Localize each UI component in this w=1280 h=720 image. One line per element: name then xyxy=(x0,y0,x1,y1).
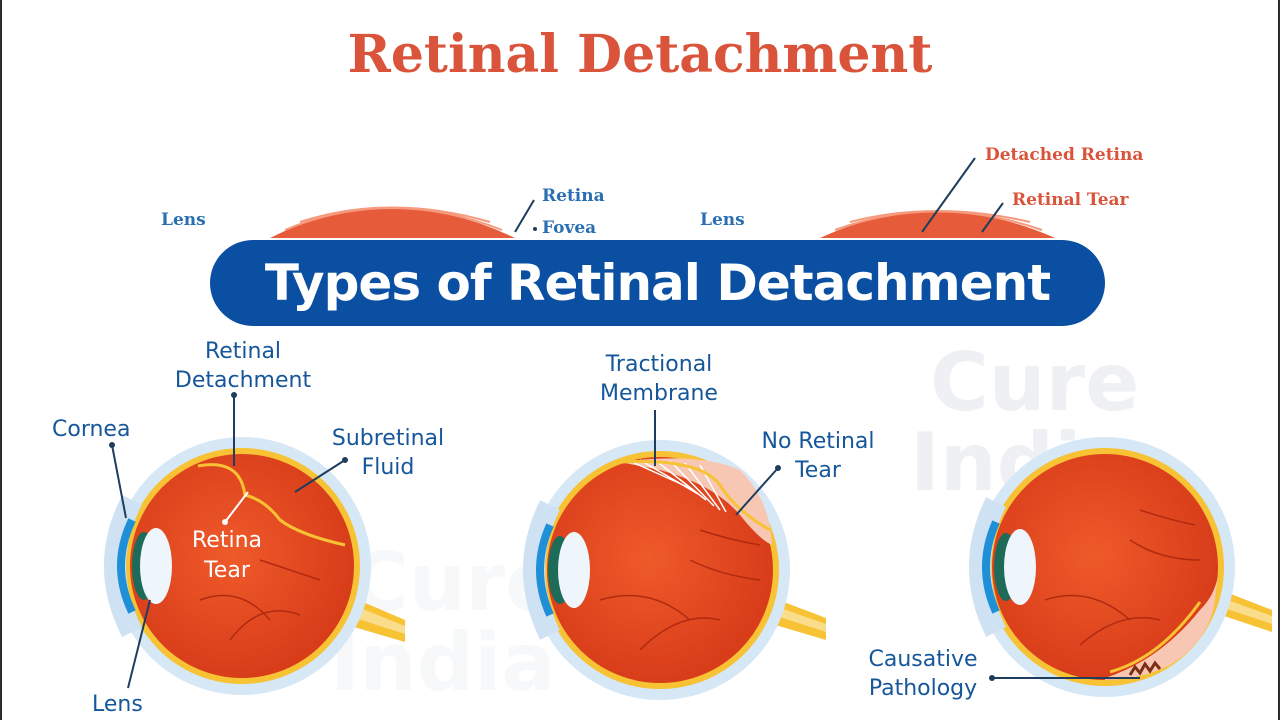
label-retina-top: Retina xyxy=(542,186,605,206)
svg-text:Cure: Cure xyxy=(930,336,1139,429)
retinal-tear-pointer xyxy=(981,202,1004,233)
lens-2 xyxy=(558,532,590,608)
label-no-retinal-tear: No Retinal Tear xyxy=(761,429,875,483)
label-detached-retina: Detached Retina xyxy=(985,145,1144,165)
retina-pointer xyxy=(514,199,535,233)
page-title: Retinal Detachment xyxy=(347,24,933,85)
detached-retina-pointer xyxy=(921,157,976,233)
label-retinal-detachment-1: Retinal Detachment xyxy=(174,339,312,393)
right-frame-edge xyxy=(1278,0,1280,720)
lens-1 xyxy=(140,528,172,604)
label-tractional-membrane: Tractional Membrane xyxy=(600,352,718,406)
left-frame-edge xyxy=(0,0,2,720)
lens-3 xyxy=(1004,529,1036,605)
cornea-2 xyxy=(523,500,560,640)
label-causative-pathology: Causative Pathology xyxy=(868,647,978,701)
svg-text:India: India xyxy=(330,616,555,709)
eyeball-1 xyxy=(113,437,371,695)
label-lens-top-left: Lens xyxy=(161,210,206,230)
fluid-pocket-2 xyxy=(620,458,772,545)
top-left-eye-sliver xyxy=(270,206,515,238)
label-cornea: Cornea xyxy=(52,417,131,442)
cornea-3 xyxy=(969,497,1006,637)
label-subretinal-fluid: Subretinal Fluid xyxy=(331,426,445,480)
eyeball-3 xyxy=(975,437,1235,697)
label-lens-top-right: Lens xyxy=(700,210,745,230)
label-retinal-tear-top: Retinal Tear xyxy=(1012,190,1129,210)
types-banner: Types of Retinal Detachment xyxy=(210,240,1105,326)
label-lens-1: Lens xyxy=(92,692,143,717)
detached-retina-line-1 xyxy=(197,463,346,547)
label-retina-tear: Retina Tear xyxy=(192,528,262,583)
causative-pathology-region xyxy=(1105,575,1218,680)
eyeball-2 xyxy=(530,440,790,700)
label-fovea-top: Fovea xyxy=(542,218,597,238)
